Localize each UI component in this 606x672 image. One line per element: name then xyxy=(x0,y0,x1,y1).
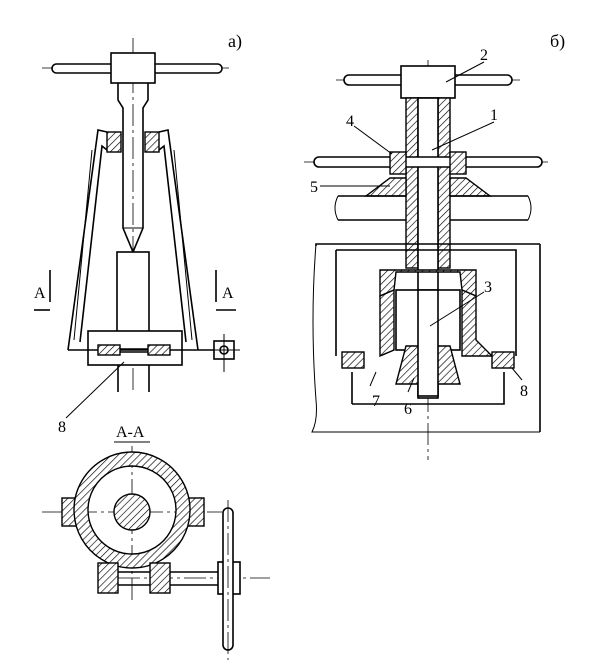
view-b-nut-left xyxy=(389,151,407,175)
view-a-arm-right-outer xyxy=(158,129,199,351)
callout-b-8: 8 xyxy=(520,383,528,400)
view-a-arm-left-outer xyxy=(67,129,108,351)
section-clamp-right xyxy=(149,562,171,594)
section-a-a: А-А xyxy=(42,424,270,660)
view-a-arm-left-inner xyxy=(79,144,108,343)
callout-b-4: 4 xyxy=(346,113,354,130)
callout-b-5: 5 xyxy=(310,179,318,196)
view-b-puller-cup-right xyxy=(461,288,494,357)
view-a-clamp-left xyxy=(97,344,121,356)
callout-b-3: 3 xyxy=(484,279,492,296)
view-b-screw-right xyxy=(437,97,451,269)
view-b-nut-right xyxy=(449,151,467,175)
callout-b-7: 7 xyxy=(372,393,380,410)
section-mark-right: А xyxy=(222,285,234,302)
view-a-nut-right xyxy=(144,131,160,153)
view-b-support-left xyxy=(363,177,407,197)
callout-b-6: 6 xyxy=(404,401,412,418)
callout-b-1: 1 xyxy=(490,107,498,124)
section-a-a-label: А-А xyxy=(116,424,145,441)
view-a: А А 8 а) xyxy=(34,31,242,436)
view-b: б) xyxy=(304,31,565,460)
callout-b-2: 2 xyxy=(480,47,488,64)
view-b-clamp-right xyxy=(491,351,515,369)
section-ring xyxy=(73,451,191,569)
view-a-shaft xyxy=(116,251,150,333)
view-b-support-right xyxy=(449,177,493,197)
view-b-clamp-left xyxy=(341,351,365,369)
section-shaft xyxy=(113,493,151,531)
view-b-housing-bore xyxy=(335,249,517,356)
view-a-nut-left xyxy=(106,131,122,153)
view-b-puller-cup-left xyxy=(379,288,395,358)
view-b-screw-left xyxy=(405,97,419,269)
callout-a-8: 8 xyxy=(58,419,66,436)
view-a-arm-right-inner xyxy=(158,144,187,343)
view-b-mid-handle xyxy=(313,156,543,168)
section-clamp-left xyxy=(97,562,119,594)
view-a-screw-head xyxy=(110,52,156,84)
view-b-label: б) xyxy=(550,31,565,52)
view-a-clamp-right xyxy=(147,344,171,356)
view-a-label: а) xyxy=(228,31,242,52)
section-mark-left: А xyxy=(34,285,46,302)
